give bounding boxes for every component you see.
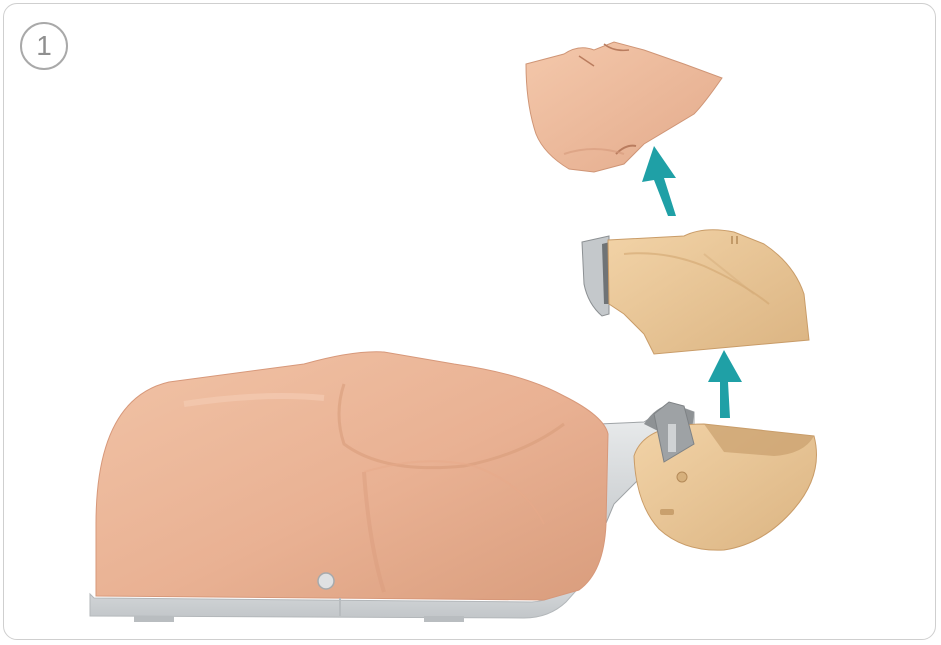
manikin-torso xyxy=(95,351,609,616)
up-arrow-icon xyxy=(708,350,742,418)
head-back-shell xyxy=(633,401,817,551)
torso-button xyxy=(317,572,335,590)
manikin-disassembly-illustration xyxy=(89,41,817,622)
head-middle-shell xyxy=(581,229,810,355)
up-arrow-icon xyxy=(642,146,676,216)
face-mask xyxy=(525,41,723,173)
instruction-panel: 1 xyxy=(3,3,936,640)
step-number-badge: 1 xyxy=(20,22,68,70)
